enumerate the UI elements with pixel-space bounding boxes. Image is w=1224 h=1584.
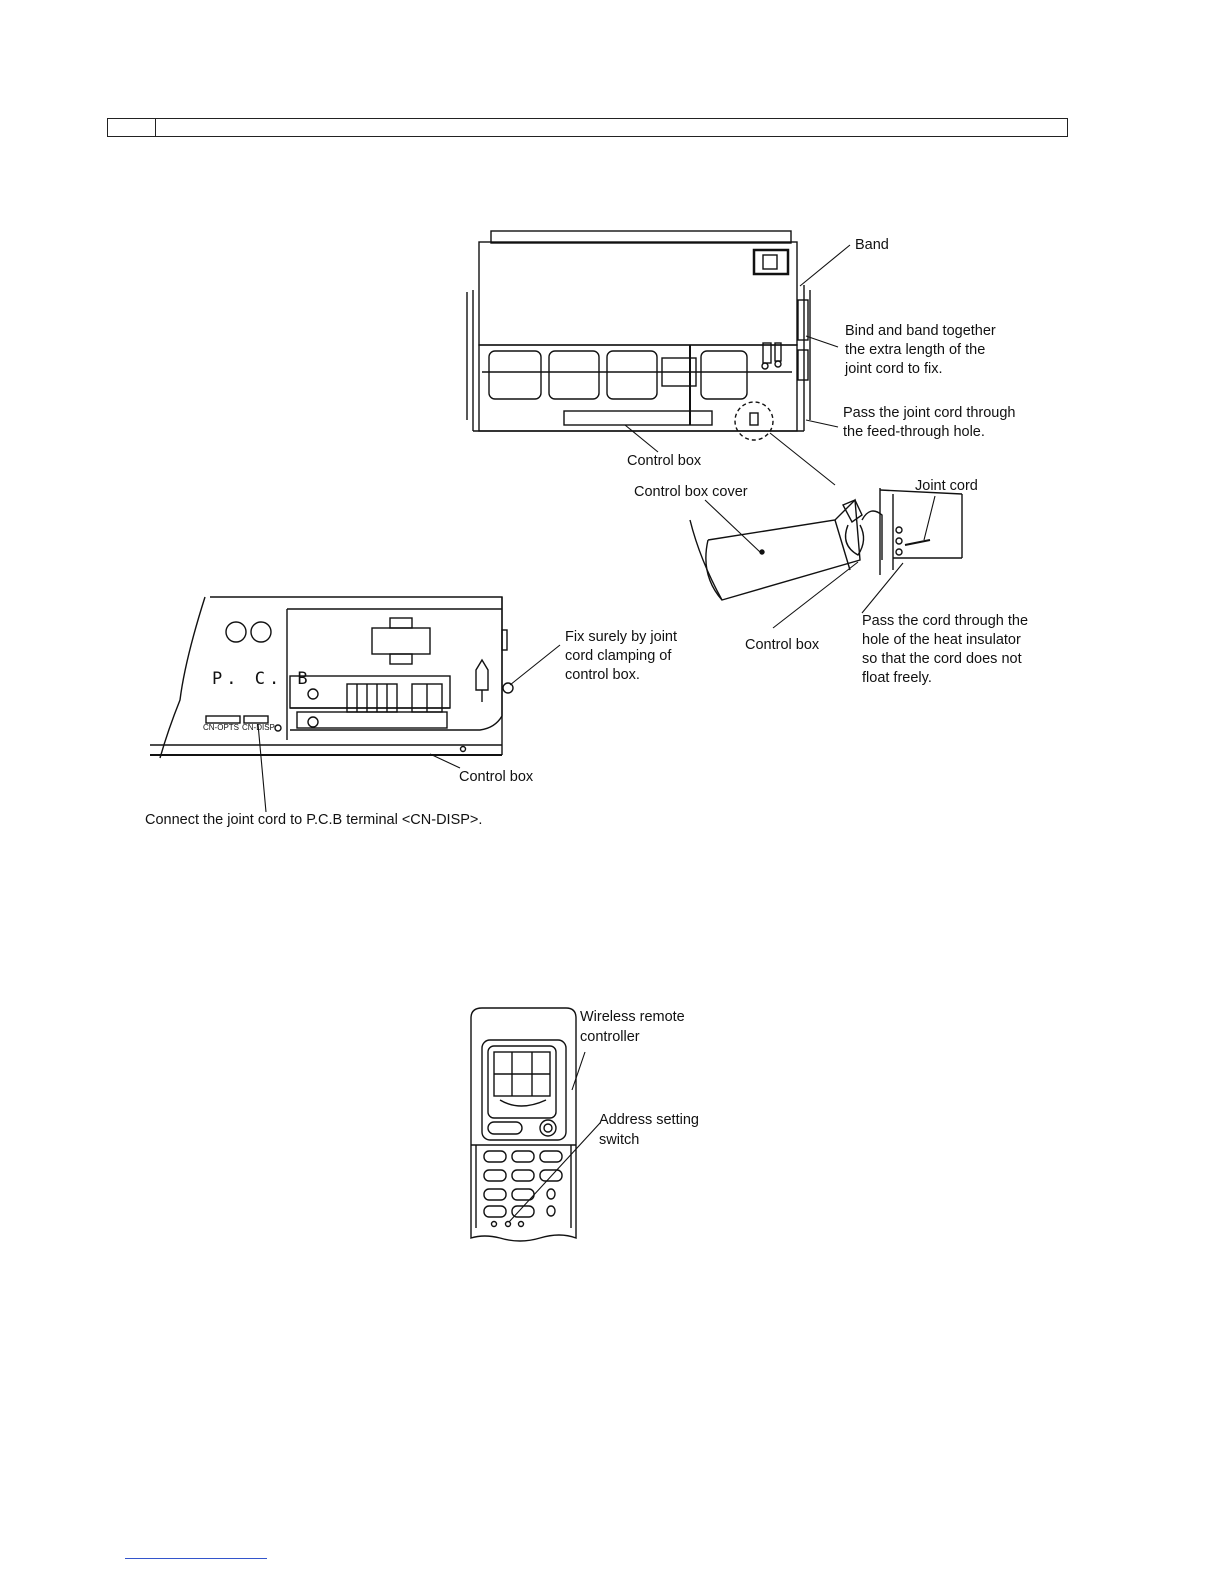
label-bind-line-3: joint cord to fix. xyxy=(845,361,943,377)
control-box-zoom-drawing xyxy=(689,488,963,601)
label-wireless-line-1: Wireless remote xyxy=(580,1009,685,1025)
footer-link-rule xyxy=(125,1558,267,1559)
label-control-box-cover: Control box cover xyxy=(634,484,748,500)
label-joint-cord: Joint cord xyxy=(915,478,978,494)
label-pass-feed-line-1: Pass the joint cord through xyxy=(843,405,1016,421)
label-address-line-2: switch xyxy=(599,1132,640,1148)
label-cn-disp: CN-DISP xyxy=(242,723,275,732)
label-wireless-line-2: controller xyxy=(580,1029,640,1045)
label-bind-line-1: Bind and band together xyxy=(845,323,996,339)
label-connect-joint-cord: Connect the joint cord to P.C.B terminal… xyxy=(145,812,483,828)
leader-lines xyxy=(257,244,936,813)
label-control-box-top: Control box xyxy=(627,453,702,469)
label-pass-cord-line-2: hole of the heat insulator xyxy=(862,632,1021,648)
label-pass-cord-line-1: Pass the cord through the xyxy=(862,613,1029,629)
indoor-unit-drawing xyxy=(466,230,811,441)
label-pass-cord-line-3: so that the cord does not xyxy=(862,651,1022,667)
label-address-line-1: Address setting xyxy=(599,1112,699,1128)
label-pass-feed-line-2: the feed-through hole. xyxy=(843,424,985,440)
label-bind-line-2: the extra length of the xyxy=(845,342,986,358)
label-pcb: P. C. B xyxy=(212,669,312,689)
label-control-box-mid: Control box xyxy=(745,637,820,653)
remote-button-grid xyxy=(483,1150,563,1228)
header-table xyxy=(107,118,1068,137)
label-control-box-bottom: Control box xyxy=(459,769,534,785)
label-pass-cord-line-4: float freely. xyxy=(862,670,932,686)
label-cn-opts: CN-OPTS xyxy=(203,723,239,732)
pcb-drawing xyxy=(150,596,514,759)
label-fix-line-2: cord clamping of xyxy=(565,648,672,664)
label-fix-line-1: Fix surely by joint xyxy=(565,629,678,645)
label-fix-line-3: control box. xyxy=(565,667,640,683)
header-section-number xyxy=(108,119,156,136)
label-band: Band xyxy=(855,237,889,253)
